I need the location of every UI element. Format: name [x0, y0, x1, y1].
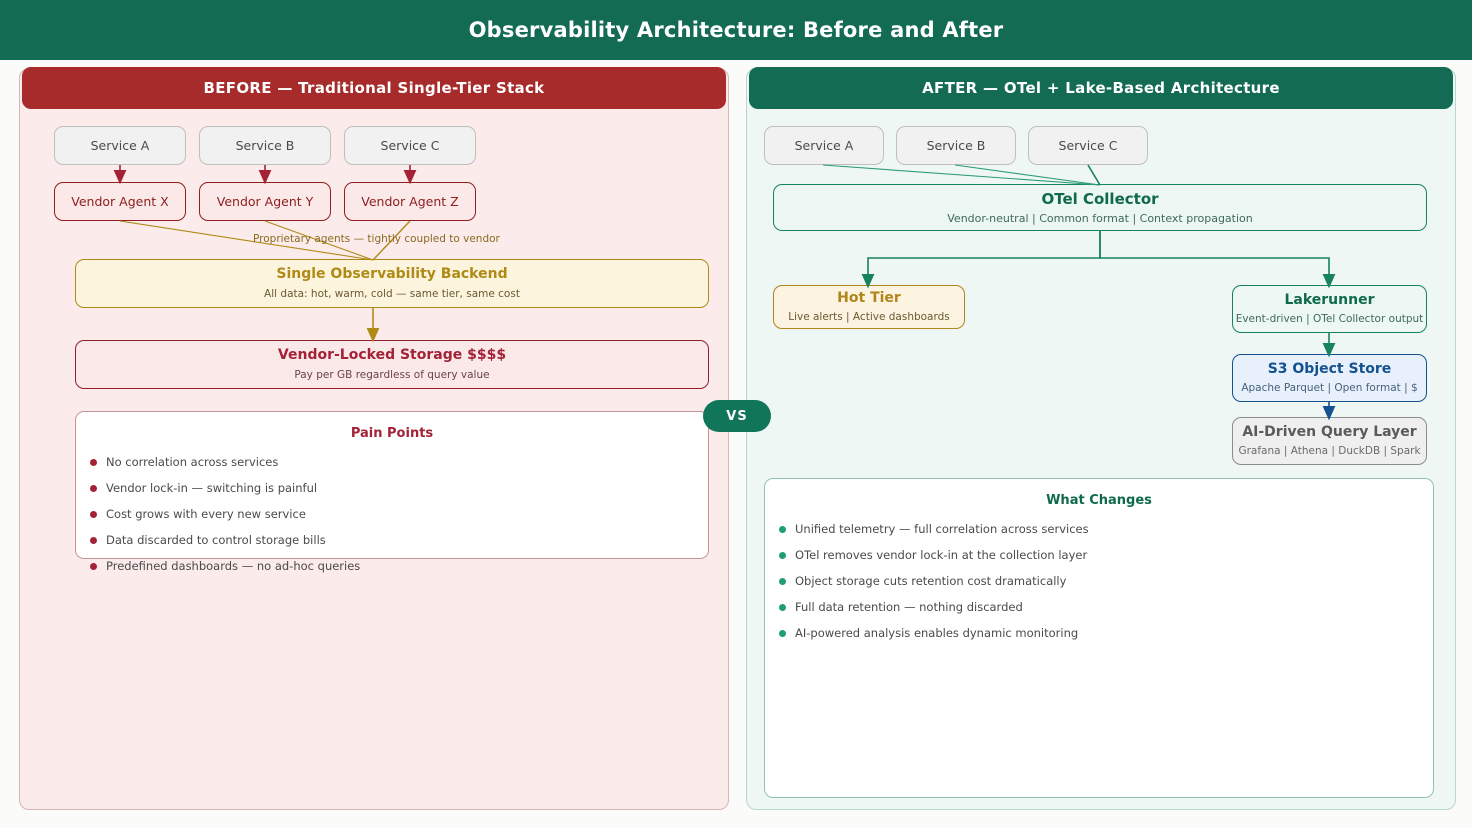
- before-service-b[interactable]: Service B: [199, 126, 331, 165]
- pain-points-list: No correlation across services Vendor lo…: [76, 455, 708, 573]
- list-item: Object storage cuts retention cost drama…: [765, 574, 1433, 588]
- list-item-label: OTel removes vendor lock-in at the colle…: [795, 548, 1088, 562]
- bullet-icon: [90, 484, 97, 492]
- before-service-a[interactable]: Service A: [54, 126, 186, 165]
- node-label: Service A: [90, 137, 150, 153]
- list-item: OTel removes vendor lock-in at the colle…: [765, 548, 1433, 562]
- node-title: OTel Collector: [1041, 189, 1159, 208]
- node-subtitle: Live alerts | Active dashboards: [788, 311, 950, 324]
- before-service-c[interactable]: Service C: [344, 126, 476, 165]
- bullet-icon: [90, 562, 97, 570]
- after-ai-driven-query-layer[interactable]: AI-Driven Query Layer Grafana | Athena |…: [1232, 417, 1427, 465]
- after-service-c[interactable]: Service C: [1028, 126, 1148, 165]
- list-item: AI-powered analysis enables dynamic moni…: [765, 626, 1433, 640]
- after-service-b[interactable]: Service B: [896, 126, 1016, 165]
- node-label: Service B: [926, 137, 986, 153]
- node-subtitle: Pay per GB regardless of query value: [294, 368, 490, 381]
- vs-badge: VS: [703, 400, 771, 432]
- list-item: Cost grows with every new service: [76, 507, 708, 521]
- node-label: Vendor Agent Y: [216, 193, 314, 209]
- list-item: Vendor lock-in — switching is painful: [76, 481, 708, 495]
- node-title: Hot Tier: [837, 289, 901, 306]
- node-title: Single Observability Backend: [276, 266, 508, 283]
- node-title: S3 Object Store: [1267, 360, 1392, 377]
- list-item-label: Data discarded to control storage bills: [106, 533, 326, 547]
- node-subtitle: Apache Parquet | Open format | $: [1241, 382, 1418, 395]
- what-changes-list: Unified telemetry — full correlation acr…: [765, 522, 1433, 640]
- list-item: Predefined dashboards — no ad-hoc querie…: [76, 559, 708, 573]
- before-single-observability-backend[interactable]: Single Observability Backend All data: h…: [75, 259, 709, 308]
- panel-before-header: BEFORE — Traditional Single-Tier Stack: [22, 67, 726, 109]
- node-subtitle: Vendor-neutral | Common format | Context…: [947, 212, 1253, 226]
- list-item-label: Cost grows with every new service: [106, 507, 306, 521]
- list-item-label: No correlation across services: [106, 455, 279, 469]
- after-otel-collector[interactable]: OTel Collector Vendor-neutral | Common f…: [773, 184, 1427, 231]
- bullet-icon: [779, 629, 786, 637]
- bullet-icon: [779, 603, 786, 611]
- node-title: Lakerunner: [1284, 291, 1375, 308]
- page-title: Observability Architecture: Before and A…: [468, 18, 1004, 42]
- page-header: Observability Architecture: Before and A…: [0, 0, 1472, 60]
- bullet-icon: [90, 510, 97, 518]
- node-label: Service A: [794, 137, 854, 153]
- bullet-icon: [779, 525, 786, 533]
- pain-points-title: Pain Points: [350, 426, 434, 441]
- before-vendor-agent-x[interactable]: Vendor Agent X: [54, 182, 186, 221]
- node-label: Vendor Agent Z: [361, 193, 459, 209]
- what-changes-title: What Changes: [1046, 493, 1152, 508]
- list-item-label: Object storage cuts retention cost drama…: [795, 574, 1067, 588]
- node-subtitle: Grafana | Athena | DuckDB | Spark: [1238, 445, 1421, 458]
- bullet-icon: [90, 536, 97, 544]
- list-item: No correlation across services: [76, 455, 708, 469]
- what-changes-card: What Changes Unified telemetry — full co…: [764, 478, 1434, 798]
- before-vendor-agent-z[interactable]: Vendor Agent Z: [344, 182, 476, 221]
- list-item-label: Full data retention — nothing discarded: [795, 600, 1023, 614]
- node-title: Vendor-Locked Storage $$$$: [277, 347, 507, 364]
- node-label: Service C: [380, 137, 440, 153]
- node-label: Vendor Agent X: [71, 193, 169, 209]
- list-item-label: Predefined dashboards — no ad-hoc querie…: [106, 559, 361, 573]
- before-vendor-agent-y[interactable]: Vendor Agent Y: [199, 182, 331, 221]
- list-item: Unified telemetry — full correlation acr…: [765, 522, 1433, 536]
- panel-after-header: AFTER — OTel + Lake-Based Architecture: [749, 67, 1453, 109]
- list-item: Data discarded to control storage bills: [76, 533, 708, 547]
- list-item-label: AI-powered analysis enables dynamic moni…: [795, 626, 1079, 640]
- after-service-a[interactable]: Service A: [764, 126, 884, 165]
- before-edge-label: Proprietary agents — tightly coupled to …: [253, 233, 500, 245]
- node-title: AI-Driven Query Layer: [1242, 423, 1417, 440]
- list-item-label: Vendor lock-in — switching is painful: [106, 481, 318, 495]
- after-hot-tier[interactable]: Hot Tier Live alerts | Active dashboards: [773, 285, 965, 329]
- node-subtitle: All data: hot, warm, cold — same tier, s…: [264, 287, 520, 300]
- list-item: Full data retention — nothing discarded: [765, 600, 1433, 614]
- pain-points-card: Pain Points No correlation across servic…: [75, 411, 709, 573]
- before-vendor-locked-storage[interactable]: Vendor-Locked Storage $$$$ Pay per GB re…: [75, 340, 709, 389]
- list-item-label: Unified telemetry — full correlation acr…: [795, 522, 1089, 536]
- bullet-icon: [779, 577, 786, 585]
- node-label: Service B: [235, 137, 295, 153]
- node-label: Service C: [1058, 137, 1118, 153]
- bullet-icon: [90, 458, 97, 466]
- after-lakerunner[interactable]: Lakerunner Event-driven | OTel Collector…: [1232, 285, 1427, 333]
- bullet-icon: [779, 551, 786, 559]
- after-s3-object-store[interactable]: S3 Object Store Apache Parquet | Open fo…: [1232, 354, 1427, 402]
- node-subtitle: Event-driven | OTel Collector output: [1235, 313, 1424, 326]
